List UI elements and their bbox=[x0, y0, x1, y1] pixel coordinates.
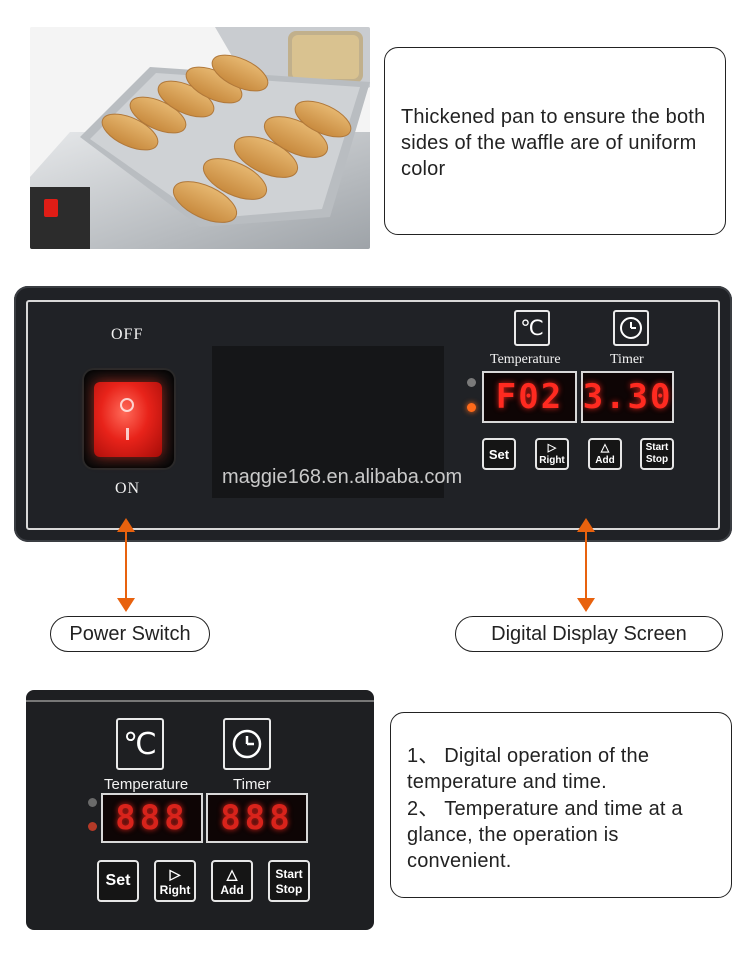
waffle-pan-illustration bbox=[30, 27, 370, 249]
closeup-set-label: Set bbox=[105, 872, 131, 889]
closeup-temperature-label: Temperature bbox=[104, 776, 189, 793]
switch-on-label: ON bbox=[115, 480, 141, 497]
closeup-timer-display: 888 bbox=[206, 793, 308, 843]
closeup-panel-edge bbox=[26, 700, 374, 702]
closeup-right-label: Right bbox=[159, 882, 191, 897]
set-button[interactable]: Set bbox=[482, 438, 516, 470]
start-stop-button[interactable]: Start Stop bbox=[640, 438, 674, 470]
right-button-label: Right bbox=[539, 454, 565, 466]
start-label: Start bbox=[645, 442, 669, 453]
power-switch-label: Power Switch bbox=[50, 616, 210, 652]
clock-symbol bbox=[620, 317, 642, 339]
temperature-display-value: F02 bbox=[495, 377, 564, 417]
closeup-timer-display-value: 888 bbox=[220, 798, 294, 838]
control-panel-border bbox=[26, 300, 720, 530]
closeup-start-label: Start bbox=[275, 866, 303, 881]
indicator-light-orange bbox=[467, 403, 476, 412]
set-button-label: Set bbox=[488, 446, 510, 462]
switch-off-label: OFF bbox=[111, 326, 144, 343]
display-screen-arrow bbox=[577, 518, 595, 612]
pan-feature-callout: Thickened pan to ensure the both sides o… bbox=[384, 47, 726, 235]
power-switch[interactable] bbox=[94, 382, 162, 457]
stop-label: Stop bbox=[645, 454, 669, 465]
closeup-celsius-icon: ℃ bbox=[116, 718, 164, 770]
pan-feature-text: Thickened pan to ensure the both sides o… bbox=[401, 106, 706, 180]
closeup-indicator-grey bbox=[88, 798, 97, 807]
closeup-start-stop-button[interactable]: Start Stop bbox=[268, 860, 310, 902]
add-button[interactable]: △ Add bbox=[588, 438, 622, 470]
timer-label: Timer bbox=[610, 352, 644, 367]
temperature-display: F02 bbox=[482, 371, 577, 423]
closeup-right-button[interactable]: ▷ Right bbox=[154, 860, 196, 902]
closeup-set-button[interactable]: Set bbox=[97, 860, 139, 902]
closeup-timer-label: Timer bbox=[233, 776, 271, 793]
closeup-indicator-red bbox=[88, 822, 97, 831]
closeup-right-arrow-icon: ▷ bbox=[169, 865, 181, 882]
timer-display-value: 3.30 bbox=[582, 377, 673, 417]
switch-on-symbol bbox=[126, 428, 129, 440]
waffle-machine-photo bbox=[30, 27, 370, 249]
power-switch-arrow bbox=[117, 518, 135, 612]
right-arrow-icon: ▷ bbox=[547, 441, 557, 454]
add-button-label: Add bbox=[595, 454, 615, 466]
closeup-clock-icon bbox=[223, 718, 271, 770]
watermark-text: maggie168.en.alibaba.com bbox=[222, 466, 463, 488]
digital-feature-line-1: 1、 Digital operation of the temperature … bbox=[407, 745, 650, 793]
digital-feature-callout: 1、 Digital operation of the temperature … bbox=[390, 712, 732, 898]
digital-display-label: Digital Display Screen bbox=[455, 616, 723, 652]
power-switch-label-text: Power Switch bbox=[69, 622, 191, 645]
digital-feature-line-2: 2、 Temperature and time at a glance, the… bbox=[407, 798, 683, 872]
panel-window bbox=[212, 346, 444, 498]
temperature-label: Temperature bbox=[490, 352, 561, 367]
closeup-clock-symbol bbox=[232, 729, 262, 759]
closeup-add-label: Add bbox=[220, 882, 244, 897]
right-button[interactable]: ▷ Right bbox=[535, 438, 569, 470]
closeup-add-triangle-icon: △ bbox=[226, 865, 238, 882]
timer-display: 3.30 bbox=[581, 371, 674, 423]
closeup-add-button[interactable]: △ Add bbox=[211, 860, 253, 902]
closeup-stop-label: Stop bbox=[275, 881, 303, 896]
celsius-icon: ℃ bbox=[514, 310, 550, 346]
clock-icon bbox=[613, 310, 649, 346]
closeup-temperature-display-value: 888 bbox=[115, 798, 189, 838]
closeup-temperature-display: 888 bbox=[101, 793, 203, 843]
indicator-light-grey bbox=[467, 378, 476, 387]
digital-display-label-text: Digital Display Screen bbox=[491, 622, 687, 645]
add-triangle-icon: △ bbox=[600, 441, 610, 454]
switch-off-symbol bbox=[120, 398, 134, 412]
